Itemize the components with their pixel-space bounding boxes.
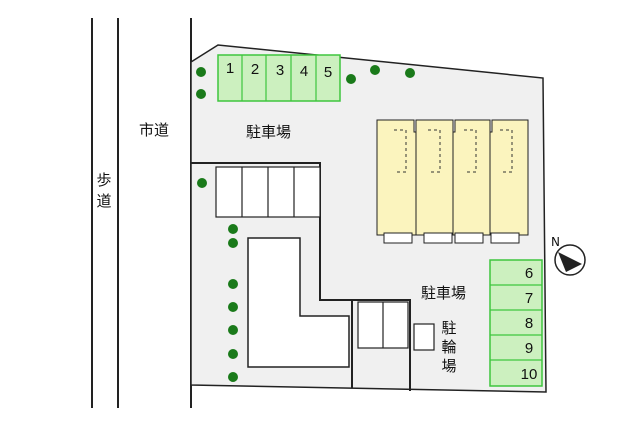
tree (346, 74, 356, 84)
parking-area-top: 1 2 3 4 5 (217, 54, 341, 102)
trees (196, 65, 415, 382)
parking-space-label: 1 (226, 60, 234, 77)
bicycle-parking-label-char-3: 場 (441, 357, 456, 375)
parking-space-label: 2 (251, 61, 259, 78)
bicycle-parking-structure (352, 299, 435, 391)
tree (228, 372, 238, 382)
sidewalk-label-char-2: 道 (96, 192, 111, 210)
tree (228, 349, 238, 359)
parking-space-label: 4 (300, 63, 308, 80)
tree (405, 68, 415, 78)
l-shaped-building (247, 237, 350, 368)
parking-space-label: 7 (525, 290, 533, 307)
parking-space-label: 6 (525, 265, 533, 282)
parking-space-label: 10 (521, 366, 538, 383)
tree (196, 89, 206, 99)
tree (370, 65, 380, 75)
tree (228, 325, 238, 335)
parking-area-right: 6 7 8 9 10 (489, 259, 543, 387)
tree (196, 67, 206, 77)
parking-space-label: 3 (276, 62, 284, 79)
bicycle-parking-label-char-2: 輪 (441, 338, 456, 356)
parking-space-label: 8 (525, 315, 533, 332)
road-lines (91, 18, 192, 408)
tree (228, 302, 238, 312)
apartment-building (376, 119, 529, 244)
parking-label-top: 駐車場 (246, 123, 291, 141)
bicycle-parking-label-char-1: 駐 (441, 319, 456, 337)
sidewalk-label-char-1: 歩 (96, 171, 111, 189)
parking-space-label: 9 (525, 340, 533, 357)
garage-block (191, 162, 353, 388)
tree (228, 224, 238, 234)
city-road-label: 市道 (139, 121, 169, 139)
parking-label-right: 駐車場 (421, 284, 466, 302)
parking-space-label: 5 (324, 64, 332, 81)
compass-label: N (551, 235, 560, 249)
tree (228, 238, 238, 248)
tree (197, 178, 207, 188)
north-arrow-icon: N (551, 235, 586, 276)
tree (228, 279, 238, 289)
